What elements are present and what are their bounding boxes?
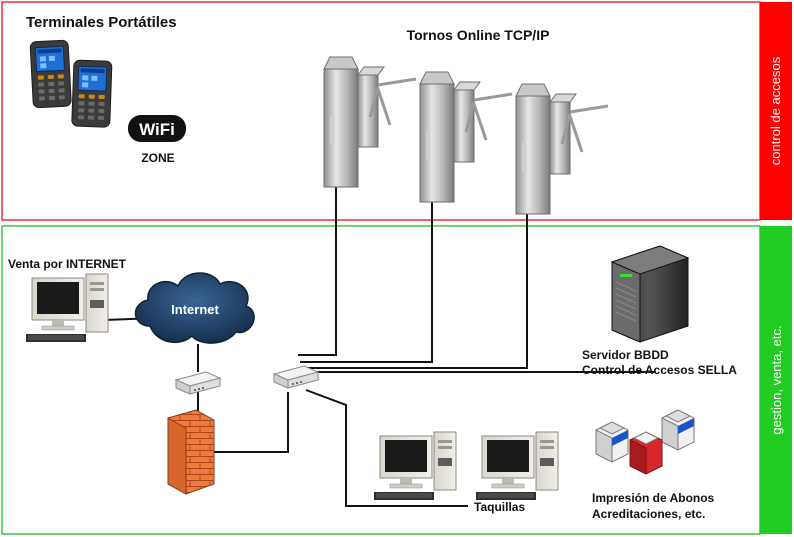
management-section-label: gestion, venta, etc. (769, 325, 784, 434)
cloud-label: Internet (171, 302, 219, 317)
cable-firewall-switch (212, 392, 289, 453)
card-printer-red-icon (629, 431, 663, 475)
wifi-zone-label: ZONE (141, 151, 174, 165)
cable-turnstile-1 (298, 172, 337, 356)
wifi-logo-text: WiFi (139, 120, 175, 139)
card-printer-icon (595, 421, 629, 463)
management-sidebar (760, 226, 792, 534)
ticket-offices-label: Taquillas (474, 500, 525, 514)
turnstiles-title: Tornos Online TCP/IP (407, 27, 550, 43)
access-control-sidebar (760, 2, 792, 220)
server-label-line2: Control de Accesos SELLA (582, 363, 737, 377)
printing-label-line2: Acreditaciones, etc. (592, 507, 705, 521)
terminals-title: Terminales Portátiles (26, 14, 177, 31)
printing-label-line1: Impresión de Abonos (592, 491, 715, 505)
card-printer-icon-2 (661, 409, 695, 451)
pda-terminal-icon-2 (71, 59, 113, 128)
access-control-frame (1, 1, 761, 221)
cable-taquillas (305, 389, 468, 507)
tower-server-icon (610, 245, 690, 343)
network-cables (103, 172, 655, 507)
wifi-zone-icon: WiFi ZONE (128, 115, 186, 165)
server-label-line1: Servidor BBDD (582, 348, 669, 362)
cable-turnstile-3 (304, 200, 528, 369)
access-control-section-label: control de accesos (768, 56, 783, 165)
internet-sales-label: Venta por INTERNET (8, 257, 127, 271)
brick-firewall-icon (167, 409, 215, 495)
cloud-icon: Internet (134, 272, 255, 344)
cable-turnstile-2 (300, 188, 433, 363)
pda-terminal-icon (29, 39, 72, 109)
